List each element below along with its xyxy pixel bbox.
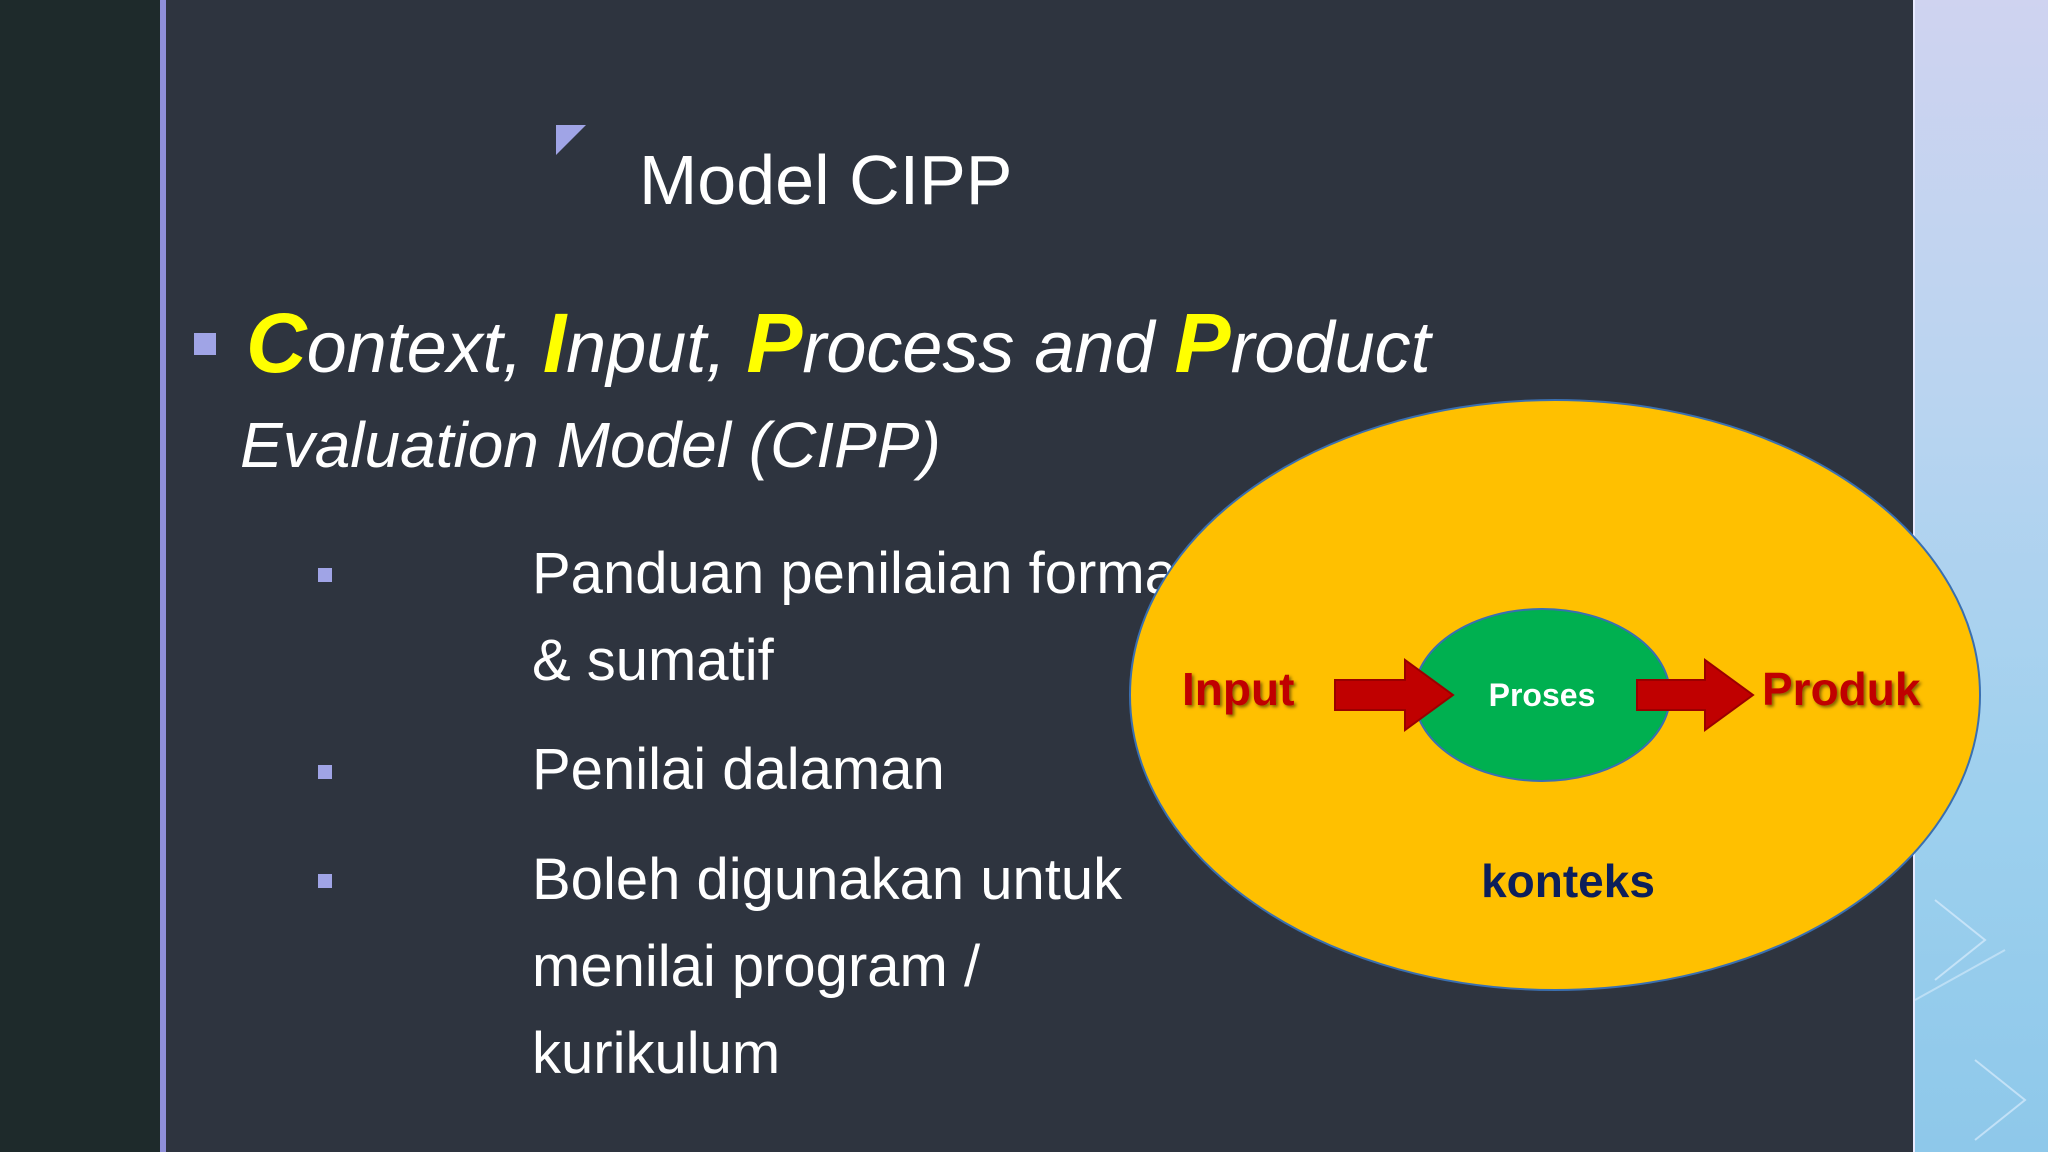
arrow-right-icon bbox=[1334, 658, 1455, 732]
left-side-band bbox=[0, 0, 160, 1152]
cipp-diagram: Input Proses Produk konteks bbox=[1129, 399, 1981, 991]
heading-i-initial: I bbox=[542, 296, 567, 390]
heading-p1-rest: rocess and bbox=[802, 308, 1175, 388]
sub-bullet-icon bbox=[318, 568, 332, 582]
produk-label: Produk bbox=[1762, 663, 1921, 715]
bullet-penilai-dalaman: Penilai dalaman bbox=[532, 737, 945, 802]
heading-p2-initial: P bbox=[1174, 296, 1231, 390]
cipp-heading-line2: Evaluation Model (CIPP) bbox=[240, 409, 941, 481]
corner-triangle-icon bbox=[556, 125, 586, 155]
bullet-program-line2: menilai program / bbox=[532, 934, 981, 999]
slide-title: Model CIPP bbox=[639, 141, 1013, 219]
cipp-heading-line1: Context, Input, Process and Product bbox=[246, 295, 1431, 392]
heading-i-rest: nput, bbox=[566, 308, 747, 388]
heading-c-initial: C bbox=[246, 296, 307, 390]
proses-label: Proses bbox=[1489, 677, 1596, 713]
sub-bullet-icon bbox=[318, 765, 332, 779]
input-label: Input bbox=[1182, 663, 1294, 715]
konteks-label: konteks bbox=[1481, 855, 1655, 907]
decor-lines bbox=[1915, 899, 2027, 1141]
heading-p2-rest: roduct bbox=[1230, 308, 1431, 388]
heading-p1-initial: P bbox=[746, 296, 803, 390]
bullet-program-line3: kurikulum bbox=[532, 1021, 781, 1086]
heading-c-rest: ontext, bbox=[306, 308, 543, 388]
bullet-formatif-line1: Panduan penilaian formatif bbox=[532, 541, 1223, 606]
arrow-right-icon bbox=[1636, 658, 1755, 732]
sub-bullet-icon bbox=[318, 874, 332, 888]
bullet-formatif-line2: & sumatif bbox=[532, 628, 774, 693]
main-bullet-icon bbox=[194, 333, 216, 355]
bullet-program-line1: Boleh digunakan untuk bbox=[532, 847, 1123, 912]
